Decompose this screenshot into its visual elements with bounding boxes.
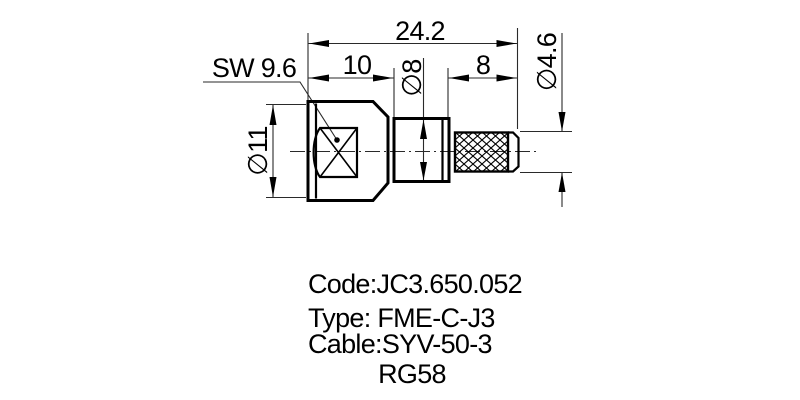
arrowhead-top [420,119,427,139]
dim-body-diameter-label: ∅8 [397,59,427,96]
arrowhead-left [449,74,469,82]
arrowhead-top [558,112,566,132]
dim-hex-length-label: 10 [343,50,372,80]
arrowhead-left [309,74,329,82]
arrowhead-bottom [269,177,277,197]
dim-sleeve-diameter: ∅4.6 [520,33,572,207]
knurled-sleeve [453,131,510,173]
socket-cavity [312,126,359,179]
arrowhead-left [309,40,329,47]
dim-overall-label: 24.2 [395,16,445,46]
label-wrench-size: SW 9.6 [203,53,340,143]
dim-hex-length: 10 [308,50,395,117]
arrowhead-bottom [558,172,566,192]
dim-sleeve-length-label: 8 [476,50,490,80]
connector-hex-body [306,100,390,202]
cylinder-outline [392,117,451,183]
dim-sleeve-diameter-label: ∅4.6 [532,33,562,91]
hex-body-outline [306,100,390,202]
connector-cylinder [392,117,451,183]
sleeve-end-cap [508,131,520,173]
dim-sleeve-length: 8 [447,50,518,117]
note-type: Type: FME-C-J3 [308,303,495,333]
arrowhead-right [373,74,393,82]
wrench-size-label: SW 9.6 [212,53,296,83]
socket-cross-lines [319,127,358,178]
leader-dot [334,137,340,143]
arrowhead-bottom [420,162,427,181]
dim-flange-diameter-label: ∅11 [243,126,273,175]
dim-overall-length: 24.2 [307,16,519,129]
note-code: Code:JC3.650.052 [308,269,522,299]
arrowhead-right [496,74,517,82]
leader-line [203,81,338,141]
notes-block: Code:JC3.650.052 Type: FME-C-J3 Cable:SY… [308,269,523,389]
arrowhead-right [496,40,517,47]
note-cable: Cable:SYV-50-3 [308,329,492,359]
arrowhead-top [269,105,277,125]
note-cable-alt: RG58 [378,359,446,389]
crimp-sleeve [453,131,520,173]
dim-flange-diameter: ∅11 [243,103,306,199]
